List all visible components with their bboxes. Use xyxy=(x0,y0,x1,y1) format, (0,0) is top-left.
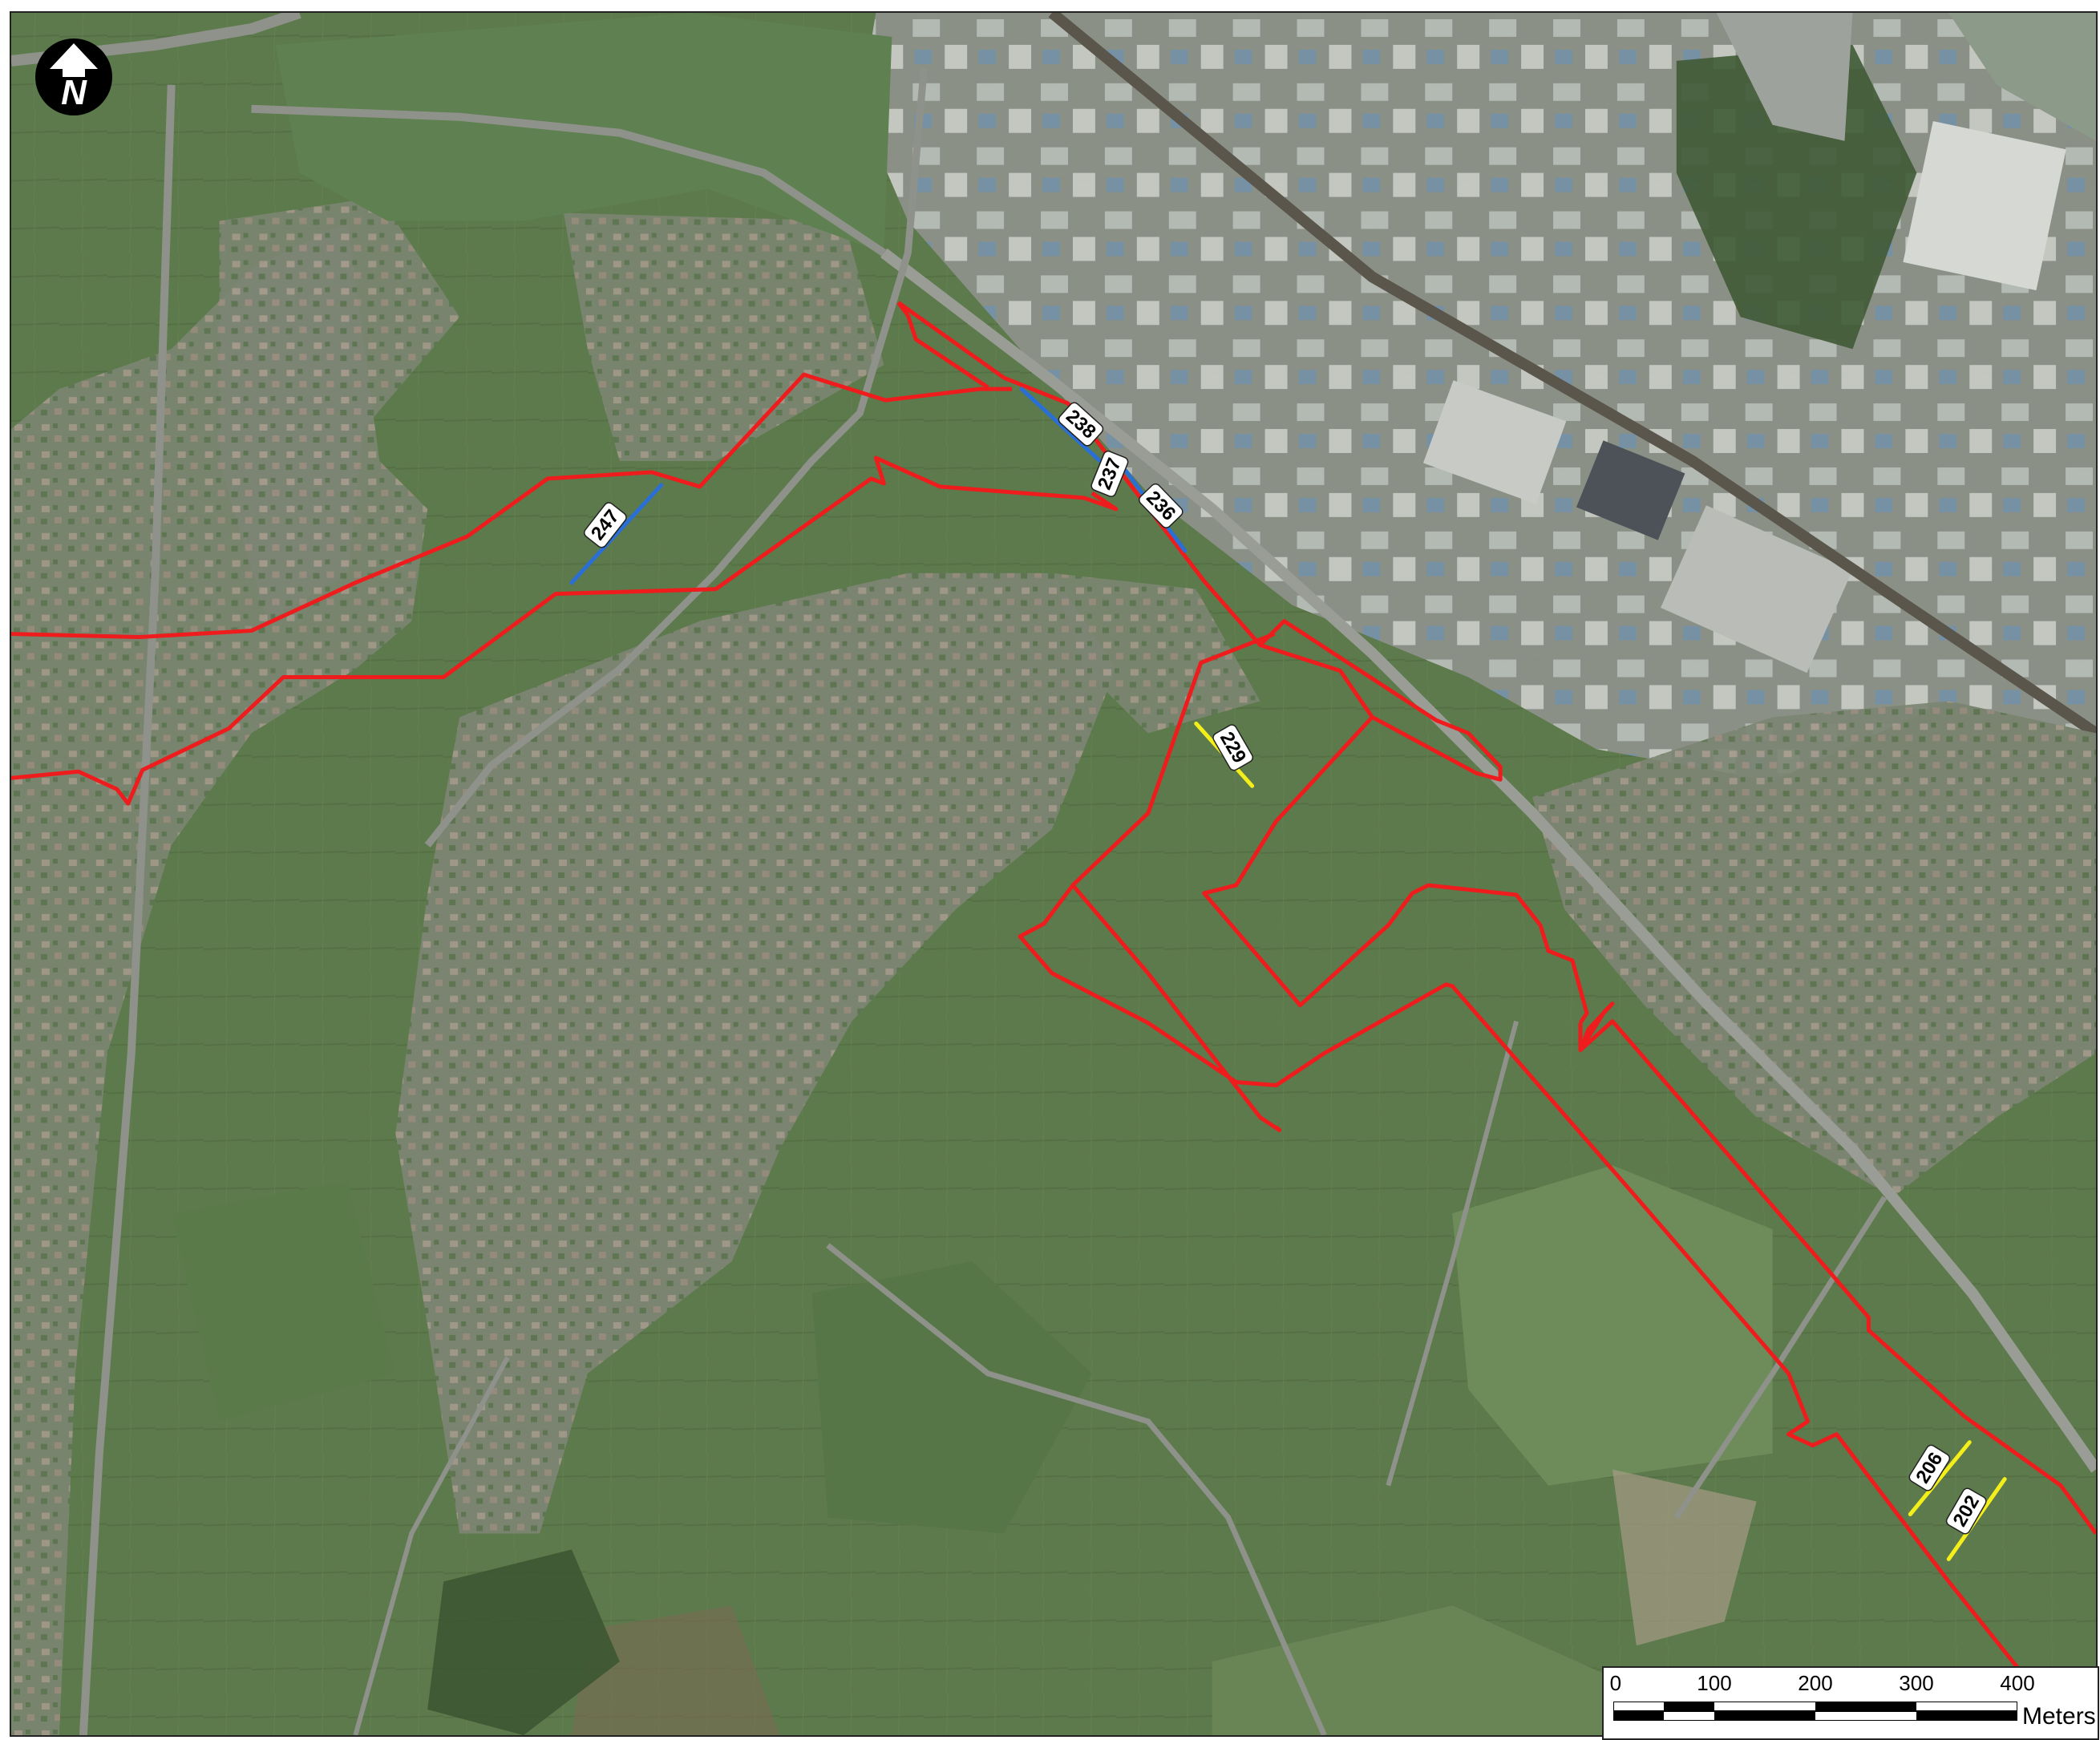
field xyxy=(1452,1165,1773,1486)
segment-238 xyxy=(1019,386,1103,463)
scale-tick-label: 0 xyxy=(1609,1671,1622,1695)
residential-area xyxy=(219,196,460,621)
railway-line xyxy=(1048,13,2096,738)
route-boundaries xyxy=(11,301,2096,1735)
estuary xyxy=(1948,13,2096,141)
field xyxy=(811,1261,1092,1534)
segment-247 xyxy=(569,483,664,585)
north-arrow-letter: N xyxy=(61,73,87,112)
warehouse xyxy=(1576,440,1685,540)
warehouse xyxy=(1422,380,1567,504)
field xyxy=(171,1181,396,1422)
scale-tick-label: 200 xyxy=(1798,1671,1833,1695)
woodland xyxy=(1676,44,1917,350)
residential-area xyxy=(563,212,884,461)
scale-tick-label: 300 xyxy=(1899,1671,1934,1695)
scale-bar: 0 100 200 300 400 Meters xyxy=(1602,1666,2099,1740)
field xyxy=(571,1605,780,1735)
residential-area xyxy=(1052,573,1260,734)
residential-area xyxy=(395,573,1116,1534)
segment-label-background xyxy=(1058,402,1104,447)
road xyxy=(353,1356,510,1735)
field xyxy=(1612,1469,1757,1646)
car-park xyxy=(1716,13,1853,141)
large-warehouse xyxy=(1903,121,2066,291)
segment-markers xyxy=(569,386,2007,1561)
scale-bar-graphic xyxy=(1613,1702,2017,1721)
warehouse xyxy=(1661,505,1853,674)
scale-unit-label: Meters xyxy=(2022,1703,2096,1730)
segment-label-background xyxy=(1945,1487,1987,1535)
road xyxy=(79,84,176,1735)
segment-label-background xyxy=(1139,483,1184,528)
woodland xyxy=(427,1549,620,1735)
boundary-line xyxy=(1018,884,2071,1735)
road xyxy=(424,68,928,848)
road xyxy=(1386,1020,1519,1487)
segment-label-background xyxy=(583,502,627,548)
boundary-line xyxy=(11,372,1013,640)
boundary-line xyxy=(1202,643,1589,1025)
road xyxy=(251,104,887,257)
segment-206 xyxy=(1908,1440,1972,1517)
boundary-line xyxy=(11,455,1119,806)
road xyxy=(1673,1196,1888,1519)
segment-label-background xyxy=(1090,450,1129,497)
boundary-line xyxy=(1578,1002,2096,1535)
scale-tick-label: 100 xyxy=(1697,1671,1732,1695)
segment-label-background xyxy=(1908,1444,1951,1491)
boundary-line xyxy=(1070,632,1282,1132)
residential-area xyxy=(1532,701,2096,1198)
north-arrow-icon: N xyxy=(35,38,112,115)
boundary-line xyxy=(896,301,1503,782)
segment-label-background xyxy=(1212,724,1254,771)
boundary-line xyxy=(896,301,989,390)
road xyxy=(826,1243,1327,1735)
road xyxy=(880,248,2096,1473)
scale-tick-label: 400 xyxy=(2000,1671,2035,1695)
